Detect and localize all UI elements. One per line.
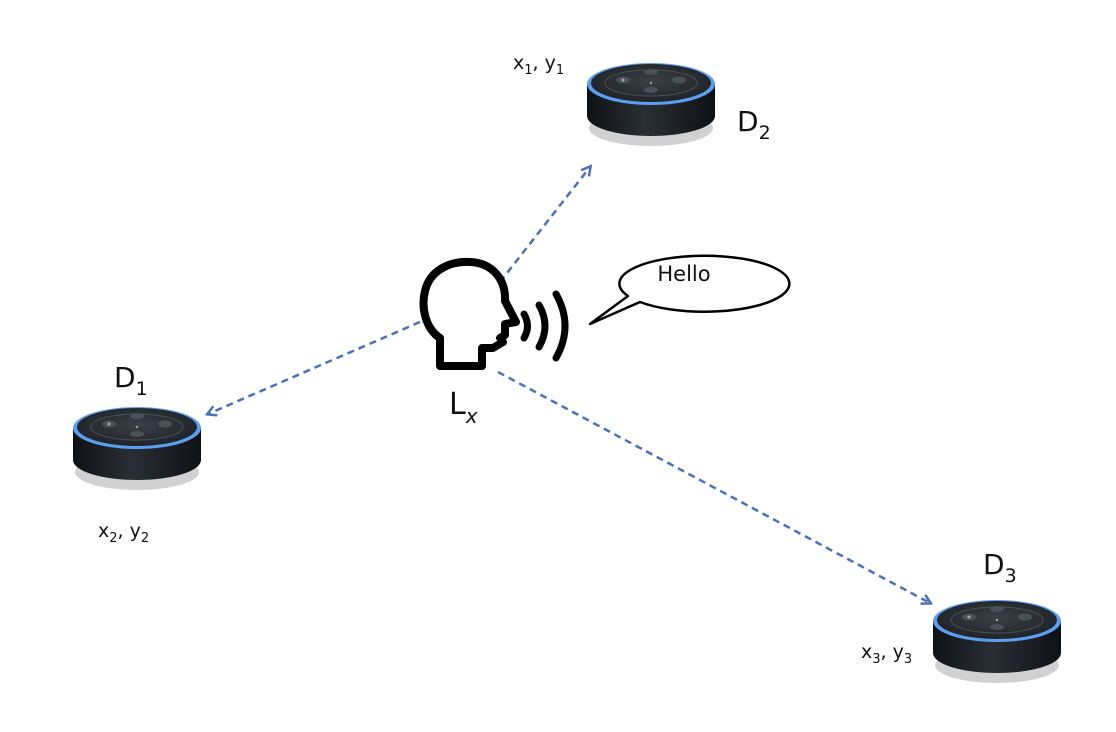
smart-speaker-icon [932,599,1062,684]
device-coords-d3: x3, y3 [861,641,912,667]
speech-bubble: Hello [588,254,791,326]
arrow-to-d2 [499,167,590,283]
arrow-to-d1 [208,320,421,414]
device-d2: D2 x1, y1 [513,52,771,147]
head-speaking-icon [419,257,520,370]
arrow-to-d3 [497,370,930,603]
device-d3: D3 x3, y3 [861,548,1062,684]
smart-speaker-icon [72,406,202,491]
device-coords-d2: x1, y1 [513,52,564,78]
device-d1: D1 x2, y2 [72,361,202,546]
device-name-d3: D3 [983,548,1017,587]
smart-speaker-icon [586,62,716,147]
listener-label: Lx [449,387,478,428]
device-name-d1: D1 [114,361,148,400]
sound-waves-icon [520,290,569,362]
speech-text: Hello [657,262,710,286]
device-name-d2: D2 [737,105,771,144]
listener: Lx [419,257,569,428]
device-coords-d1: x2, y2 [98,520,149,546]
